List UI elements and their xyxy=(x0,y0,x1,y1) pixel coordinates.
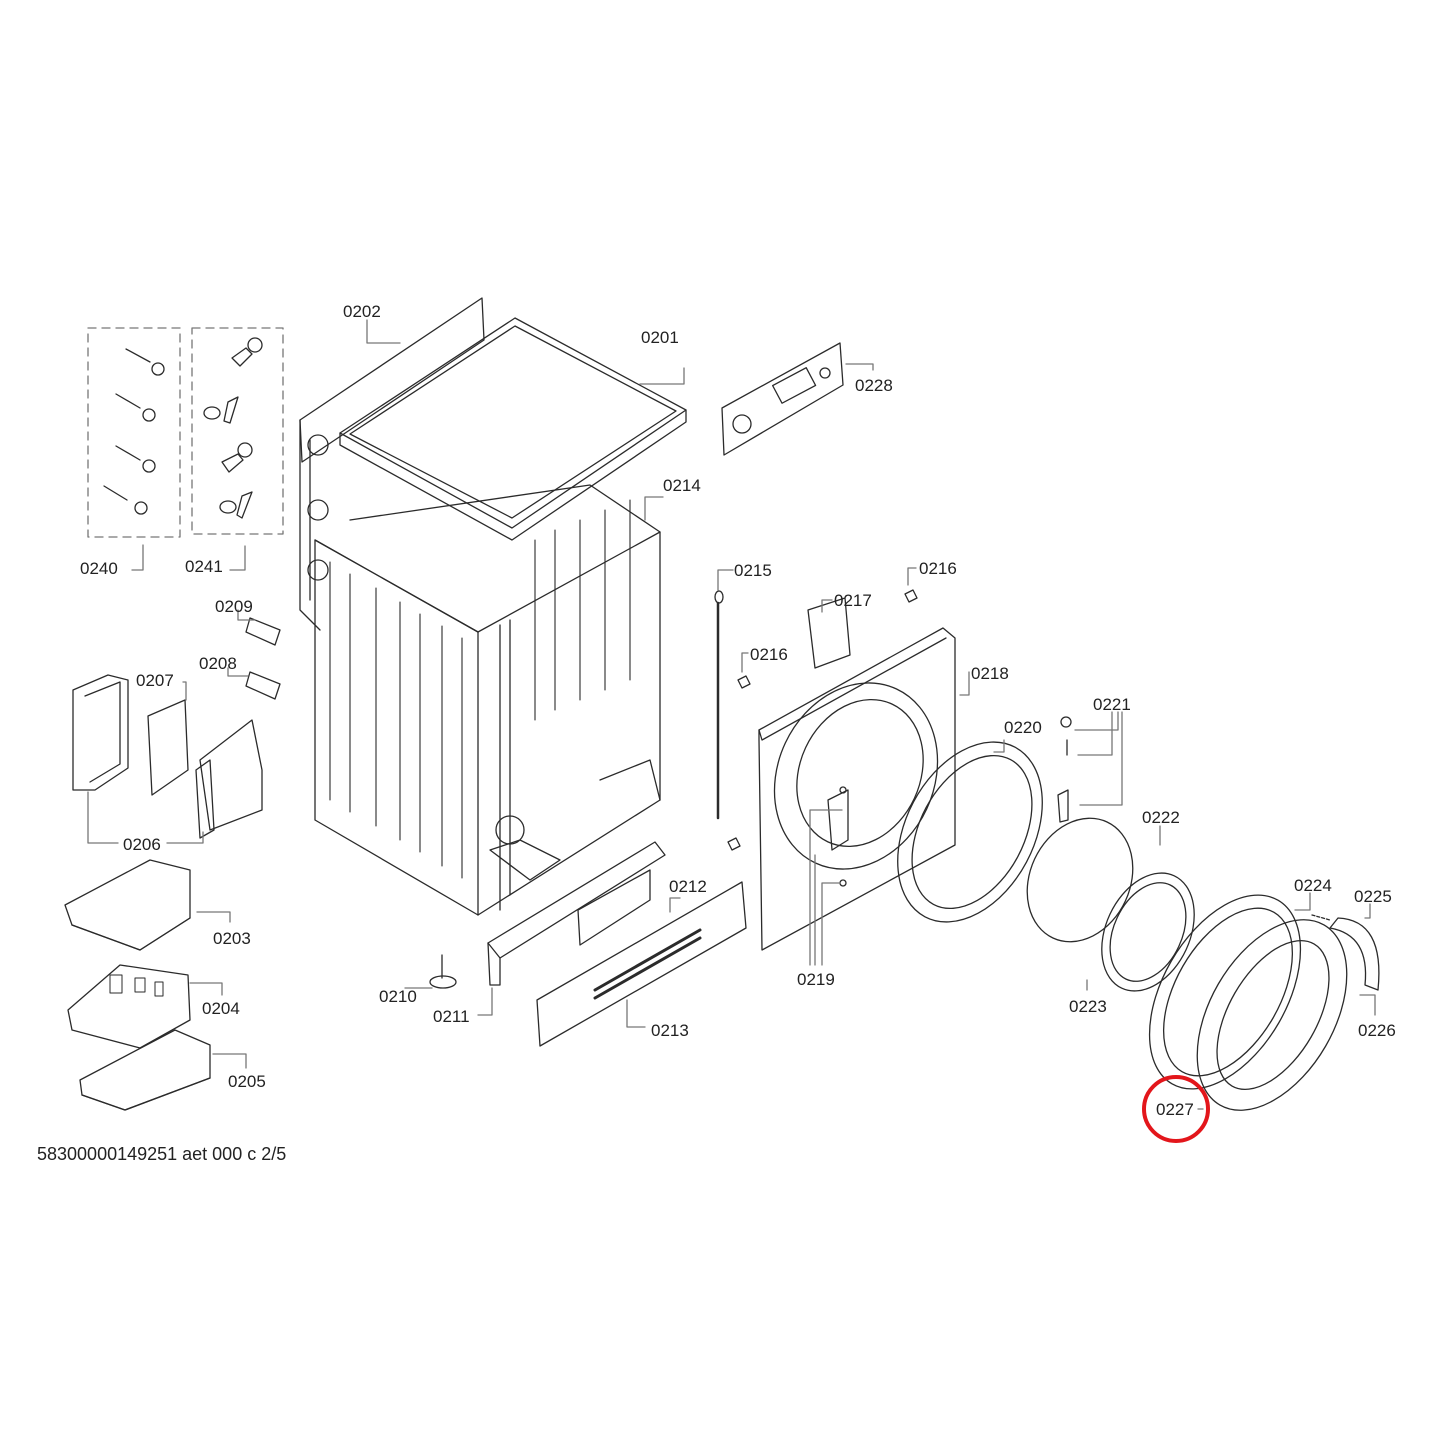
part-label-0224[interactable]: 0224 xyxy=(1294,876,1332,895)
part-label-0203[interactable]: 0203 xyxy=(213,929,251,948)
part-label-0221[interactable]: 0221 xyxy=(1093,695,1131,714)
part-label-0212[interactable]: 0212 xyxy=(669,877,707,896)
rod-and-brackets xyxy=(714,589,918,851)
part-label-0225[interactable]: 0225 xyxy=(1354,887,1392,906)
foot-and-plinth xyxy=(429,841,747,1047)
part-label-0218[interactable]: 0218 xyxy=(971,664,1009,683)
door-assembly xyxy=(897,716,1380,1111)
part-label-0222[interactable]: 0222 xyxy=(1142,808,1180,827)
part-label-0204[interactable]: 0204 xyxy=(202,999,240,1018)
part-label-0207[interactable]: 0207 xyxy=(136,671,174,690)
cabinet-body xyxy=(299,297,687,916)
front-panel xyxy=(758,627,956,951)
part-label-0208[interactable]: 0208 xyxy=(199,654,237,673)
part-label-0215[interactable]: 0215 xyxy=(734,561,772,580)
part-label-0217[interactable]: 0217 xyxy=(834,591,872,610)
hardware-kit-0240 xyxy=(87,327,181,538)
part-label-0226[interactable]: 0226 xyxy=(1358,1021,1396,1040)
part-label-0213[interactable]: 0213 xyxy=(651,1021,689,1040)
document-reference: 58300000149251 aet 000 c 2/5 xyxy=(37,1144,287,1164)
part-label-0209[interactable]: 0209 xyxy=(215,597,253,616)
part-label-0206[interactable]: 0206 xyxy=(123,835,161,854)
part-label-0211[interactable]: 0211 xyxy=(433,1007,470,1026)
part-label-0201[interactable]: 0201 xyxy=(641,328,679,347)
part-label-0205[interactable]: 0205 xyxy=(228,1072,266,1091)
part-label-0220[interactable]: 0220 xyxy=(1004,718,1042,737)
part-label-0210[interactable]: 0210 xyxy=(379,987,417,1006)
screw-set xyxy=(103,348,165,515)
part-label-0241[interactable]: 0241 xyxy=(185,557,223,576)
electronics-parts xyxy=(64,617,281,1111)
hinge-set xyxy=(203,337,263,519)
part-label-0219[interactable]: 0219 xyxy=(797,970,835,989)
part-label-0202[interactable]: 0202 xyxy=(343,302,381,321)
part-label-0228[interactable]: 0228 xyxy=(855,376,893,395)
hardware-kit-0241 xyxy=(191,327,284,535)
part-label-0216-left[interactable]: 0216 xyxy=(750,645,788,664)
part-label-0214[interactable]: 0214 xyxy=(663,476,701,495)
part-label-0216-top[interactable]: 0216 xyxy=(919,559,957,578)
control-panel-fascia xyxy=(721,342,844,456)
part-label-0240[interactable]: 0240 xyxy=(80,559,118,578)
part-label-0223[interactable]: 0223 xyxy=(1069,997,1107,1016)
highlight-circle-0227 xyxy=(1142,1075,1210,1143)
